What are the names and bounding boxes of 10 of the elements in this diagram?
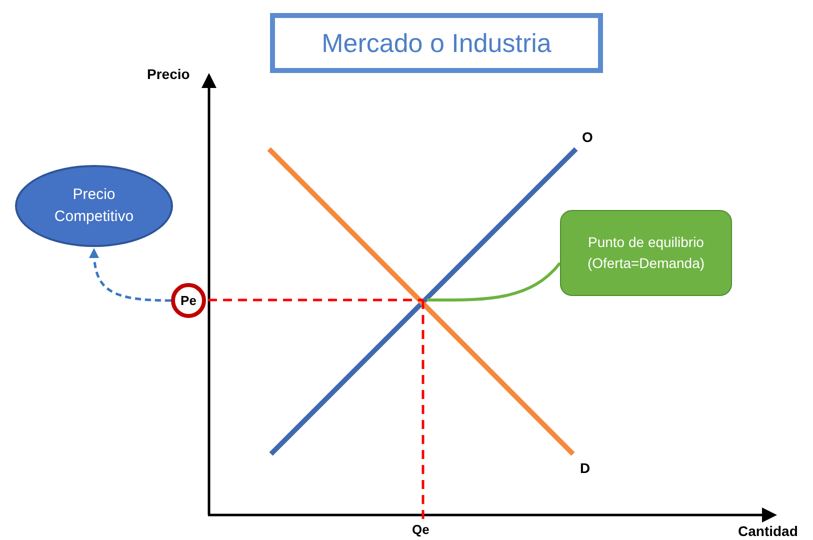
- leader-line: [427, 262, 562, 302]
- axis-label: Precio: [147, 65, 190, 84]
- dashed-arrow: [89, 248, 172, 302]
- curve-label: O: [582, 128, 593, 147]
- title-text: Mercado o Industria: [322, 26, 552, 60]
- ellipse-node: Precio Competitivo: [15, 165, 173, 247]
- callout-box: Punto de equilibrio (Oferta=Demanda): [560, 210, 732, 296]
- axis-tick-label: Qe: [412, 522, 430, 537]
- curve-label: D: [580, 459, 590, 478]
- axis-label: Cantidad: [738, 522, 798, 540]
